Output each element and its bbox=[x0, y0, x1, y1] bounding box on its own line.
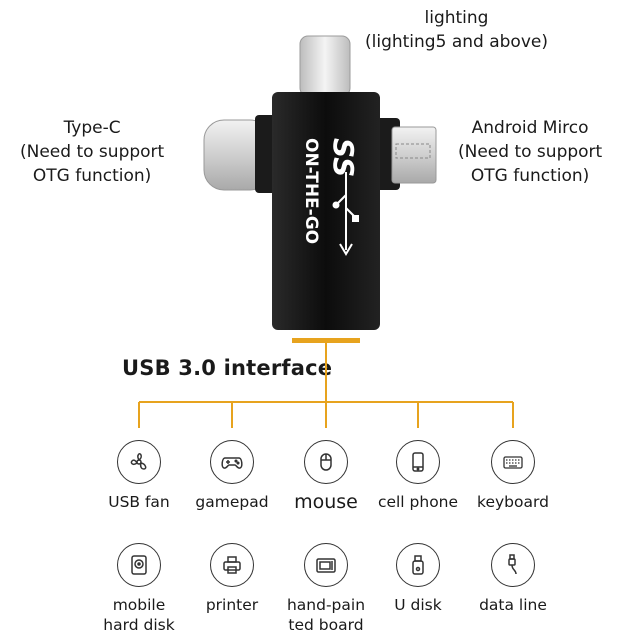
device-label: keyboard bbox=[477, 493, 549, 511]
device-label-line2: hard disk bbox=[103, 616, 175, 634]
device-label: USB fan bbox=[108, 493, 170, 511]
fan-icon bbox=[117, 440, 161, 484]
micro-note-1: (Need to support bbox=[458, 142, 603, 162]
device-usb-fan: USB fan bbox=[84, 440, 194, 512]
device-data-line: data line bbox=[458, 543, 568, 615]
device-label-line1: U disk bbox=[394, 596, 442, 614]
micro-title: Android Mirco bbox=[471, 118, 589, 138]
device-label: gamepad bbox=[195, 493, 269, 511]
type-c-note-2: OTG function) bbox=[32, 166, 152, 186]
brand-mark: SS ON-THE-GO bbox=[301, 138, 360, 244]
otg-adapter: SS ON-THE-GO bbox=[203, 35, 437, 343]
device-label: data line bbox=[458, 595, 568, 615]
micro-usb-connector bbox=[391, 126, 437, 184]
device-mouse: mouse bbox=[271, 440, 381, 512]
usb-interface-label: USB 3.0 interface bbox=[122, 356, 333, 380]
device-label: mobile hard disk bbox=[84, 595, 194, 635]
device-label: hand-pain ted board bbox=[271, 595, 381, 635]
gamepad-icon bbox=[210, 440, 254, 484]
type-c-note-1: (Need to support bbox=[20, 142, 165, 162]
device-cell-phone: cell phone bbox=[363, 440, 473, 512]
device-mobile-hard-disk: mobile hard disk bbox=[84, 543, 194, 635]
drawing-board-icon bbox=[304, 543, 348, 587]
brand-otg: ON-THE-GO bbox=[301, 138, 321, 244]
lighting-callout: lighting (lighting5 and above) bbox=[365, 6, 548, 54]
type-c-title: Type-C bbox=[63, 118, 121, 138]
device-label-line1: hand-pain bbox=[286, 596, 366, 614]
device-printer: printer bbox=[177, 543, 287, 615]
device-label: mouse bbox=[294, 491, 358, 513]
micro-callout: Android Mirco (Need to support OTG funct… bbox=[458, 116, 602, 188]
lighting-title: lighting bbox=[424, 8, 489, 28]
device-label: printer bbox=[177, 595, 287, 615]
brand-ss: SS bbox=[327, 138, 360, 177]
cell-phone-icon bbox=[396, 440, 440, 484]
device-label: cell phone bbox=[377, 493, 459, 511]
usb-trident-icon bbox=[332, 172, 359, 256]
type-c-callout: Type-C (Need to support OTG function) bbox=[20, 116, 164, 188]
hard-disk-icon bbox=[117, 543, 161, 587]
lighting-note: (lighting5 and above) bbox=[365, 32, 548, 52]
device-label: U disk bbox=[363, 595, 473, 615]
device-gamepad: gamepad bbox=[177, 440, 287, 512]
device-u-disk: U disk bbox=[363, 543, 473, 615]
device-label-line2: ted board bbox=[288, 616, 364, 634]
keyboard-icon bbox=[491, 440, 535, 484]
mouse-icon bbox=[304, 440, 348, 484]
micro-note-2: OTG function) bbox=[470, 166, 590, 186]
printer-icon bbox=[210, 543, 254, 587]
device-label-line1: data line bbox=[479, 596, 547, 614]
adapter-body bbox=[272, 92, 380, 330]
device-label-line1: printer bbox=[205, 596, 259, 614]
device-keyboard: keyboard bbox=[458, 440, 568, 512]
data-cable-icon bbox=[491, 543, 535, 587]
u-disk-icon bbox=[396, 543, 440, 587]
device-label-line1: mobile bbox=[112, 596, 166, 614]
device-hand-painted-board: hand-pain ted board bbox=[271, 543, 381, 635]
